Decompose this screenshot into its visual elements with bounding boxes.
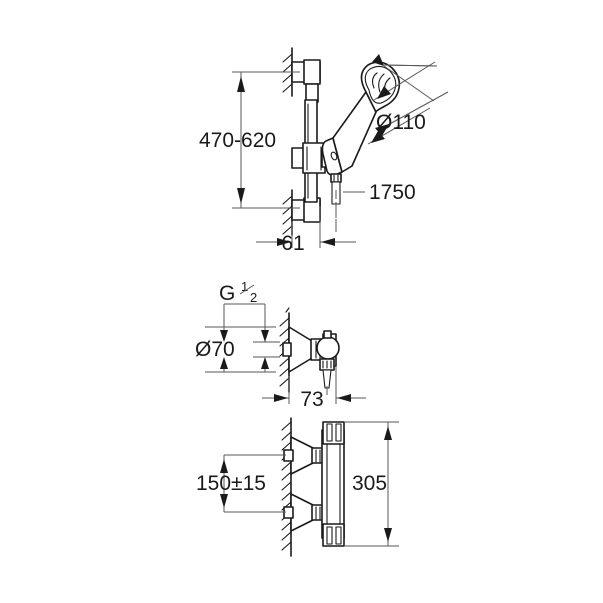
view-wall-union: G 1 2 Ø70 [195, 279, 366, 411]
dimension-head-diameter: Ø110 [367, 54, 449, 145]
wall-symbol-mixer [281, 417, 292, 557]
union-knob [316, 330, 340, 360]
hand-shower [321, 61, 401, 183]
mixer-handle-upper [322, 421, 345, 445]
dimension-rail-height: 470-620 [199, 71, 300, 209]
view-thermostatic-mixer: 150±15 305 [196, 417, 399, 557]
dimension-label-rail-height: 470-620 [199, 129, 276, 152]
fraction-slash [239, 284, 255, 295]
dimension-label-head-diameter: Ø110 [376, 111, 426, 134]
dimension-union-projection: 73 [262, 366, 366, 411]
wall-symbol-bottom [282, 189, 293, 236]
mixer-inlet-lower [283, 493, 324, 532]
dimension-label-escutcheon-diameter: Ø70 [195, 338, 235, 361]
dimension-label-mixer-length: 305 [352, 472, 387, 495]
rail-top-bracket [291, 59, 321, 105]
dimension-escutcheon-diameter: Ø70 [195, 326, 276, 373]
shower-hose-stub [331, 181, 341, 228]
dimension-rail-projection: 61 [256, 206, 356, 255]
dimension-hose-length: 1750 [343, 181, 416, 204]
dimension-label-inlet-spacing: 150±15 [196, 472, 266, 495]
dimension-label-thread-numerator: 1 [241, 279, 248, 294]
dimension-label-hose-length: 1750 [369, 181, 416, 204]
dimension-label-thread-denominator: 2 [250, 290, 257, 305]
mixer-body [321, 429, 345, 539]
dimension-label-union-projection: 73 [300, 388, 323, 411]
dimension-mixer-length: 305 [344, 421, 399, 547]
dimension-label-thread-g: G [219, 282, 235, 305]
escutcheon-cone [282, 326, 313, 373]
mixer-inlet-upper [283, 436, 324, 475]
dimension-thread-size: G 1 2 [219, 279, 280, 372]
dimension-inlet-spacing: 150±15 [196, 454, 286, 513]
view-shower-rail-set: 470-620 Ø110 1 [199, 47, 449, 255]
dimension-label-rail-projection: 61 [281, 232, 304, 255]
mixer-handle-lower [322, 523, 345, 547]
union-hose-connector [319, 358, 335, 398]
